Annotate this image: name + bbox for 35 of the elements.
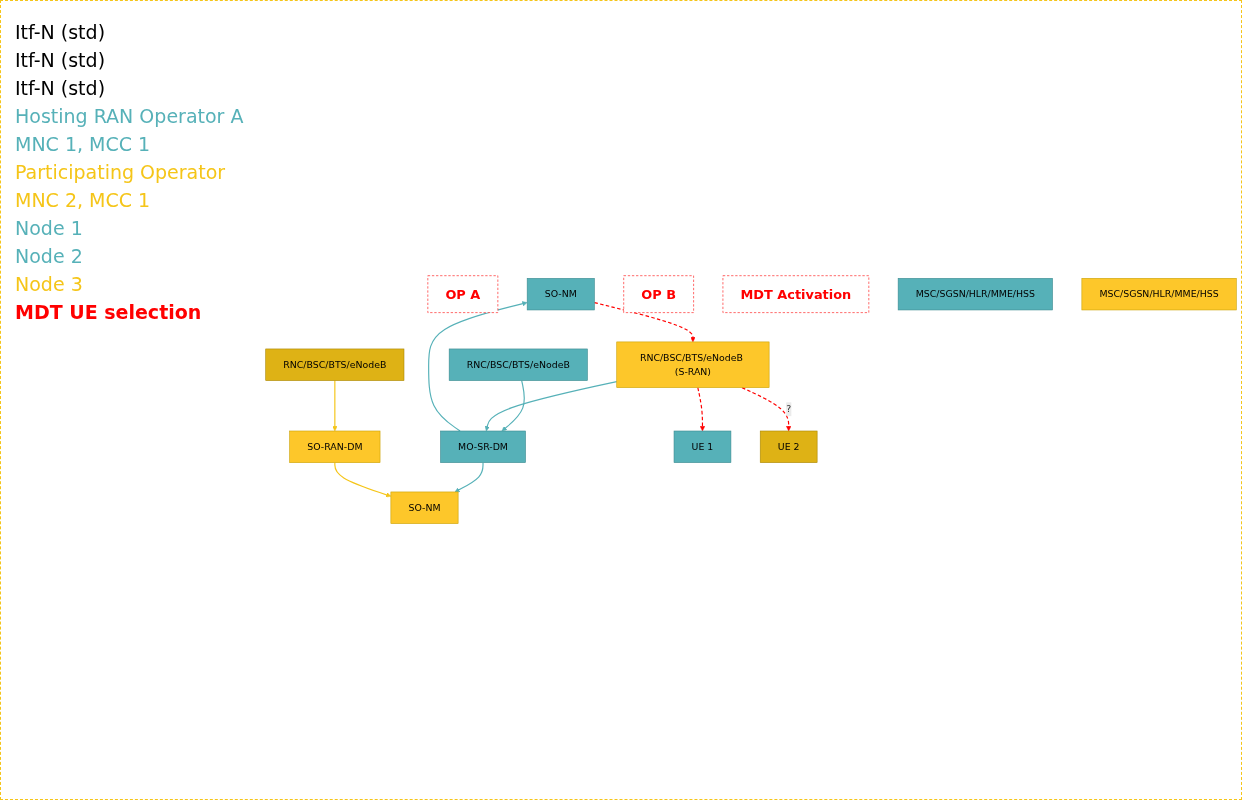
note-text: Itf-N (std) — [15, 21, 107, 43]
note-text: Participating Operator — [15, 161, 227, 183]
node-box: SO-NM — [390, 492, 459, 525]
node-box: UE 2 — [759, 431, 818, 464]
note-text: MNC 1, MCC 1 — [15, 133, 152, 155]
arrow — [741, 387, 792, 432]
arrow — [593, 302, 696, 343]
node-box: UE 1 — [673, 431, 732, 464]
note-text: Itf-N (std) — [15, 77, 107, 99]
note-text: Hosting RAN Operator A — [15, 105, 245, 127]
arrow — [334, 462, 392, 498]
node-box: SO-RAN-DM — [289, 431, 381, 464]
arrow — [428, 301, 528, 432]
arrow — [501, 380, 525, 432]
node-box: MSC/SGSN/HLR/MME/HSS — [1081, 278, 1237, 311]
note-text: Node 1 — [15, 217, 84, 239]
arrow — [484, 381, 618, 432]
node-box: RNC/BSC/BTS/eNodeB — [448, 349, 588, 382]
note-text: Node 2 — [15, 245, 84, 267]
node-box: MO-SR-DM — [440, 431, 526, 464]
node-box: MSC/SGSN/HLR/MME/HSS — [897, 278, 1053, 311]
arrow — [454, 462, 484, 493]
node-box: RNC/BSC/BTS/eNodeB (S-RAN) — [616, 341, 770, 389]
node-box: OP B — [623, 275, 694, 314]
node-box: RNC/BSC/BTS/eNodeB — [265, 349, 405, 382]
edge-label: ? — [786, 403, 792, 415]
node-box: SO-NM — [526, 278, 595, 311]
node-box: OP A — [427, 275, 499, 314]
note-text: MNC 2, MCC 1 — [15, 189, 152, 211]
arrow — [697, 387, 706, 432]
note-text: Itf-N (std) — [15, 49, 107, 71]
arrow — [332, 380, 338, 432]
note-text: MDT UE selection — [15, 301, 203, 323]
note-text: Node 3 — [15, 273, 84, 295]
node-box: MDT Activation — [722, 275, 870, 314]
